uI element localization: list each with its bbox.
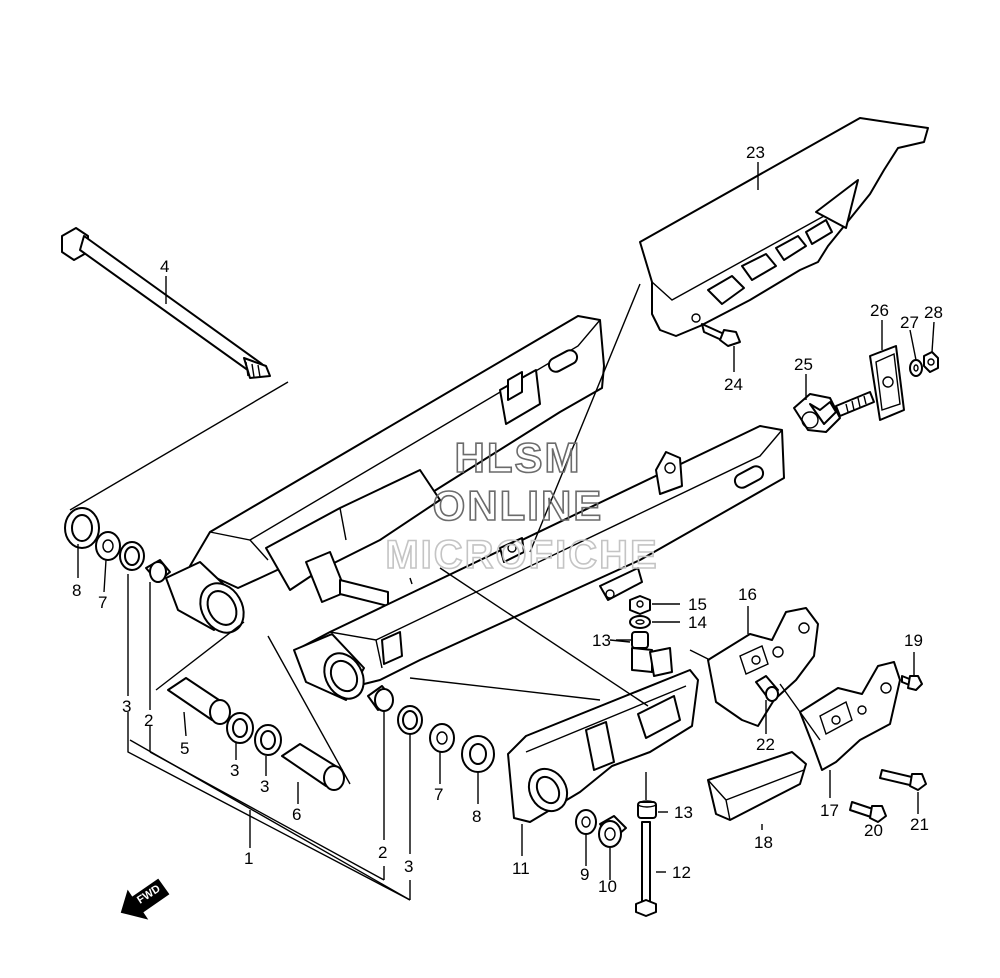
callouts: 4 8 7 3 2 5 3 3 6 1 2 3 7 8 11 9 10 12 1… xyxy=(72,143,943,896)
callout-17: 17 xyxy=(820,801,839,820)
chain-guard xyxy=(639,117,929,337)
bracket-17 xyxy=(799,661,901,771)
callout-19: 19 xyxy=(904,631,923,650)
adjuster-plate xyxy=(869,345,905,421)
callout-6: 6 xyxy=(292,805,301,824)
pivot-bolt xyxy=(61,227,271,379)
callout-23: 23 xyxy=(746,143,765,162)
chain-adjuster xyxy=(793,391,875,433)
callout-2: 2 xyxy=(378,843,387,862)
bolt-19 xyxy=(901,675,923,691)
fwd-arrow-icon: FWD xyxy=(120,878,170,920)
bracket-16 xyxy=(707,607,819,727)
callout-7: 7 xyxy=(98,593,107,612)
collar-lower xyxy=(637,800,657,819)
callout-15: 15 xyxy=(688,595,707,614)
callout-11: 11 xyxy=(512,859,530,878)
callout-7: 7 xyxy=(434,785,443,804)
nut-15 xyxy=(629,595,651,615)
callout-16: 16 xyxy=(738,585,757,604)
watermark: HLSM ONLINE MICROFICHE xyxy=(385,433,658,578)
callout-12: 12 xyxy=(672,863,691,882)
callout-4: 4 xyxy=(160,257,169,276)
chain-buffer xyxy=(707,751,807,821)
chain-slider xyxy=(507,669,699,823)
bolt-24 xyxy=(701,323,741,347)
callout-9: 9 xyxy=(580,865,589,884)
bolt-20 xyxy=(849,801,887,823)
callout-13: 13 xyxy=(592,631,611,650)
collar-22 xyxy=(755,675,779,702)
callout-10: 10 xyxy=(598,877,617,896)
callout-3: 3 xyxy=(230,761,239,780)
callout-20: 20 xyxy=(864,821,883,840)
adjuster-nut xyxy=(923,351,939,373)
callout-28: 28 xyxy=(924,303,943,322)
watermark-line2: ONLINE xyxy=(433,482,604,529)
callout-8: 8 xyxy=(472,807,481,826)
callout-24: 24 xyxy=(724,375,743,394)
right-pivot-hardware xyxy=(367,685,495,773)
callout-22: 22 xyxy=(756,735,775,754)
lower-bearings xyxy=(167,677,345,791)
callout-26: 26 xyxy=(870,301,889,320)
callout-2: 2 xyxy=(144,711,153,730)
left-pivot-hardware xyxy=(64,507,171,583)
callout-18: 18 xyxy=(754,833,773,852)
adjuster-washer xyxy=(909,359,923,377)
collar-upper xyxy=(631,631,673,677)
watermark-line3: MICROFICHE xyxy=(385,533,658,577)
bolt-21 xyxy=(879,769,927,791)
washer-9 xyxy=(575,809,597,835)
callout-27: 27 xyxy=(900,313,919,332)
bolt-12 xyxy=(635,821,657,917)
swingarm xyxy=(165,315,785,701)
callout-3: 3 xyxy=(122,697,131,716)
callout-21: 21 xyxy=(910,815,929,834)
callout-3: 3 xyxy=(260,777,269,796)
callout-13: 13 xyxy=(674,803,693,822)
callout-14: 14 xyxy=(688,613,707,632)
callout-3: 3 xyxy=(404,857,413,876)
watermark-line1: HLSM xyxy=(455,434,582,481)
washer-14 xyxy=(629,615,651,629)
collar-10 xyxy=(598,815,627,848)
callout-25: 25 xyxy=(794,355,813,374)
callout-5: 5 xyxy=(180,739,189,758)
callout-1: 1 xyxy=(244,849,253,868)
leader-lines xyxy=(77,162,935,901)
callout-8: 8 xyxy=(72,581,81,600)
